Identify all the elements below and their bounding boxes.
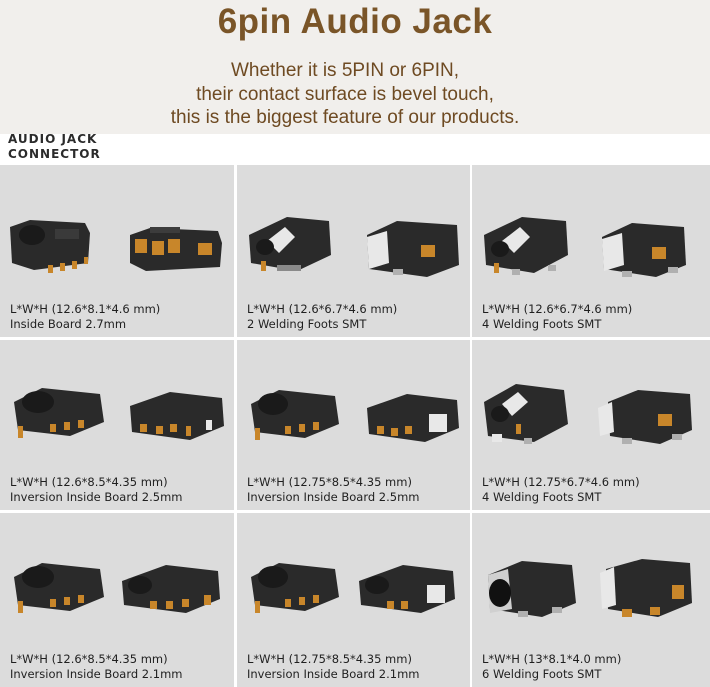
product-dims: L*W*H (12.75*6.7*4.6 mm) <box>482 475 640 489</box>
product-cell-3: L*W*H (12.6*6.7*4.6 mm) 4 Welding Foots … <box>472 165 710 337</box>
audio-jack-image <box>14 388 224 440</box>
product-desc: Inversion Inside Board 2.5mm <box>247 490 420 504</box>
product-cell-1: L*W*H (12.6*8.1*4.6 mm) Inside Board 2.7… <box>0 165 234 337</box>
product-cell-7: L*W*H (12.6*8.5*4.35 mm) Inversion Insid… <box>0 513 234 687</box>
audio-jack-image <box>14 563 220 613</box>
product-cell-5: L*W*H (12.75*8.5*4.35 mm) Inversion Insi… <box>237 340 470 510</box>
jack-right <box>359 565 455 613</box>
jack-left <box>10 220 90 273</box>
jack-right <box>602 223 686 277</box>
product-desc: 2 Welding Foots SMT <box>247 317 367 331</box>
banner-title: 6pin Audio Jack <box>217 2 493 41</box>
audio-jack-image <box>251 390 459 442</box>
product-grid: L*W*H (12.6*8.1*4.6 mm) Inside Board 2.7… <box>0 163 710 687</box>
section-label-line-1: AUDIO JACK <box>8 132 98 146</box>
jack-right <box>130 392 224 440</box>
product-dims: L*W*H (12.75*8.5*4.35 mm) <box>247 652 412 666</box>
jack-right <box>367 221 459 277</box>
product-desc: 4 Welding Foots SMT <box>482 317 602 331</box>
product-desc: 4 Welding Foots SMT <box>482 490 602 504</box>
product-cell-8: L*W*H (12.75*8.5*4.35 mm) Inversion Insi… <box>237 513 470 687</box>
banner-subtitle-line-2: their contact surface is bevel touch, <box>196 84 494 105</box>
audio-jack-image <box>484 217 686 277</box>
jack-right <box>598 390 692 444</box>
jack-left <box>484 217 568 275</box>
jack-left <box>251 563 339 613</box>
product-dims: L*W*H (12.75*8.5*4.35 mm) <box>247 475 412 489</box>
audio-jack-image <box>488 559 692 617</box>
jack-right <box>130 227 222 271</box>
section-label: AUDIO JACK CONNECTOR <box>8 132 108 162</box>
banner: 6pin Audio Jack Whether it is 5PIN or 6P… <box>0 0 710 134</box>
product-dims: L*W*H (12.6*6.7*4.6 mm) <box>247 302 398 316</box>
product-desc: Inversion Inside Board 2.1mm <box>247 667 420 681</box>
banner-subtitle-line-3: this is the biggest feature of our produ… <box>170 107 520 128</box>
product-desc: Inversion Inside Board 2.1mm <box>10 667 183 681</box>
jack-right <box>600 559 692 617</box>
product-desc: 6 Welding Foots SMT <box>482 667 602 681</box>
product-cell-9: L*W*H (13*8.1*4.0 mm) 6 Welding Foots SM… <box>472 513 710 687</box>
product-cell-6: L*W*H (12.75*6.7*4.6 mm) 4 Welding Foots… <box>472 340 710 510</box>
jack-left <box>14 388 104 438</box>
product-dims: L*W*H (13*8.1*4.0 mm) <box>482 652 622 666</box>
product-dims: L*W*H (12.6*8.1*4.6 mm) <box>10 302 161 316</box>
product-cell-2: L*W*H (12.6*6.7*4.6 mm) 2 Welding Foots … <box>237 165 470 337</box>
jack-left <box>488 561 576 617</box>
audio-jack-image <box>251 563 455 613</box>
product-cell-4: L*W*H (12.6*8.5*4.35 mm) Inversion Insid… <box>0 340 234 510</box>
jack-right <box>122 565 220 613</box>
audio-jack-image <box>484 384 692 444</box>
banner-subtitle-line-1: Whether it is 5PIN or 6PIN, <box>230 60 460 81</box>
audio-jack-image <box>10 220 222 273</box>
section-label-line-2: CONNECTOR <box>8 147 101 161</box>
product-desc: Inversion Inside Board 2.5mm <box>10 490 183 504</box>
jack-left <box>251 390 339 440</box>
product-dims: L*W*H (12.6*6.7*4.6 mm) <box>482 302 633 316</box>
product-desc: Inside Board 2.7mm <box>10 317 127 331</box>
product-dims: L*W*H (12.6*8.5*4.35 mm) <box>10 475 168 489</box>
jack-left <box>484 384 568 444</box>
jack-left <box>249 217 331 271</box>
product-dims: L*W*H (12.6*8.5*4.35 mm) <box>10 652 168 666</box>
jack-left <box>14 563 104 613</box>
jack-right <box>367 394 459 442</box>
audio-jack-image <box>249 217 459 277</box>
